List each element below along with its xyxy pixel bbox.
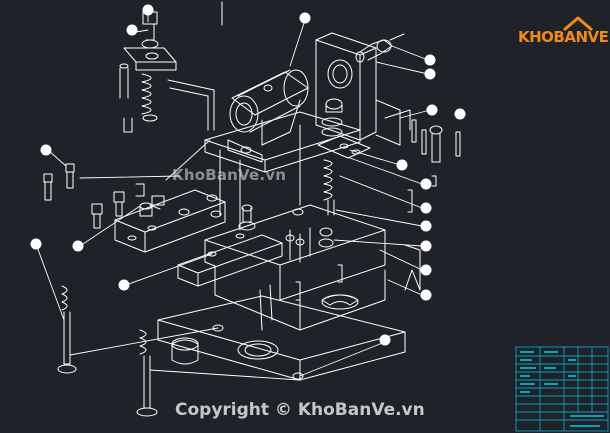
balloon (396, 159, 408, 171)
balloon (420, 264, 432, 276)
logo-roof-icon (563, 16, 593, 32)
balloon (420, 240, 432, 252)
left-slide-bar (114, 189, 226, 253)
balloon (420, 178, 432, 190)
base-plate (157, 295, 406, 381)
loose-bolts-left (43, 163, 165, 229)
balloon (424, 54, 436, 66)
watermark-copyright: Copyright © KhoBanVe.vn (175, 400, 425, 420)
watermark-center: KhoBanVe.vn (172, 166, 287, 184)
balloon (126, 24, 138, 36)
column-bridge (204, 111, 361, 263)
title-block (515, 346, 609, 432)
balloon (299, 12, 311, 24)
top-left-clamp (119, 11, 215, 133)
right-small-pins (295, 119, 461, 301)
balloon (454, 108, 466, 120)
balloon (420, 220, 432, 232)
right-bracket (315, 32, 411, 146)
balloon (420, 289, 432, 301)
balloon (426, 104, 438, 116)
balloon (424, 68, 436, 80)
khobanve-logo: KHOBANVE (512, 12, 609, 52)
leader-lines (35, 9, 431, 381)
balloon (30, 238, 42, 250)
long-bolts-bottom-left (57, 285, 199, 417)
balloon (379, 334, 391, 346)
balloon (72, 240, 84, 252)
spring-stack-center (317, 98, 371, 248)
center-slide-bar (177, 204, 283, 287)
balloon (40, 144, 52, 156)
cylinder-housing (227, 69, 309, 163)
balloon (118, 279, 130, 291)
balloon-callouts (30, 4, 466, 346)
balloon (420, 202, 432, 214)
logo-text: KHOBANVE (518, 28, 609, 46)
balloon (142, 4, 154, 16)
main-body (204, 204, 421, 331)
